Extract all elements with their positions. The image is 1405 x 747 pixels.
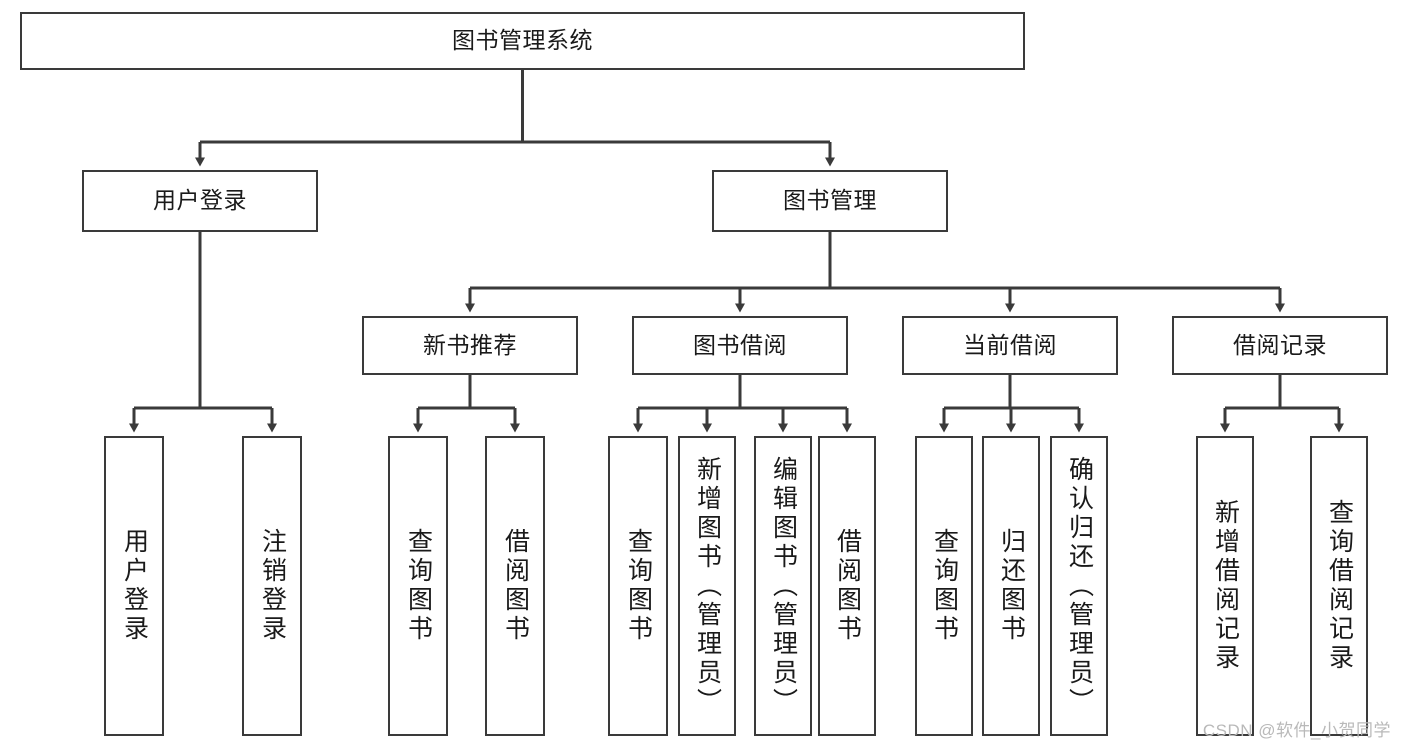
- node-root[interactable]: 图书管理系统: [20, 12, 1025, 70]
- node-l6[interactable]: 新增图书（管理员）: [678, 436, 736, 736]
- watermark-label: CSDN @软件_小贺同学: [1202, 721, 1391, 740]
- node-l5[interactable]: 查询图书: [608, 436, 668, 736]
- node-l2[interactable]: 注销登录: [242, 436, 302, 736]
- node-l8[interactable]: 借阅图书: [818, 436, 876, 736]
- node-label: 新书推荐: [423, 331, 517, 358]
- node-label: 图书借阅: [693, 331, 787, 358]
- node-l3[interactable]: 查询图书: [388, 436, 448, 736]
- node-label: 查询借阅记录: [1325, 499, 1354, 673]
- node-label: 查询图书: [624, 528, 653, 644]
- node-label: 用户登录: [153, 187, 247, 214]
- node-l12[interactable]: 新增借阅记录: [1196, 436, 1254, 736]
- node-label: 注销登录: [258, 528, 287, 644]
- node-label: 查询图书: [930, 528, 959, 644]
- node-label: 图书管理: [783, 187, 877, 214]
- node-current[interactable]: 当前借阅: [902, 316, 1118, 375]
- node-l10[interactable]: 归还图书: [982, 436, 1040, 736]
- node-label: 新增图书（管理员）: [693, 455, 722, 717]
- node-label: 查询图书: [404, 528, 433, 644]
- node-l9[interactable]: 查询图书: [915, 436, 973, 736]
- node-records[interactable]: 借阅记录: [1172, 316, 1388, 375]
- node-l13[interactable]: 查询借阅记录: [1310, 436, 1368, 736]
- node-label: 借阅图书: [833, 528, 862, 644]
- node-borrow[interactable]: 图书借阅: [632, 316, 848, 375]
- node-label: 归还图书: [997, 528, 1026, 644]
- node-label: 新增借阅记录: [1211, 499, 1240, 673]
- node-label: 编辑图书（管理员）: [769, 455, 798, 717]
- node-label: 借阅图书: [501, 528, 530, 644]
- node-l7[interactable]: 编辑图书（管理员）: [754, 436, 812, 736]
- node-label: 图书管理系统: [452, 27, 593, 54]
- node-label: 当前借阅: [963, 331, 1057, 358]
- node-login[interactable]: 用户登录: [82, 170, 318, 232]
- node-newbook[interactable]: 新书推荐: [362, 316, 578, 375]
- node-label: 借阅记录: [1233, 331, 1327, 358]
- node-l11[interactable]: 确认归还（管理员）: [1050, 436, 1108, 736]
- node-bookmgmt[interactable]: 图书管理: [712, 170, 948, 232]
- node-l1[interactable]: 用户登录: [104, 436, 164, 736]
- node-l4[interactable]: 借阅图书: [485, 436, 545, 736]
- node-label: 用户登录: [120, 528, 149, 644]
- node-label: 确认归还（管理员）: [1065, 455, 1094, 717]
